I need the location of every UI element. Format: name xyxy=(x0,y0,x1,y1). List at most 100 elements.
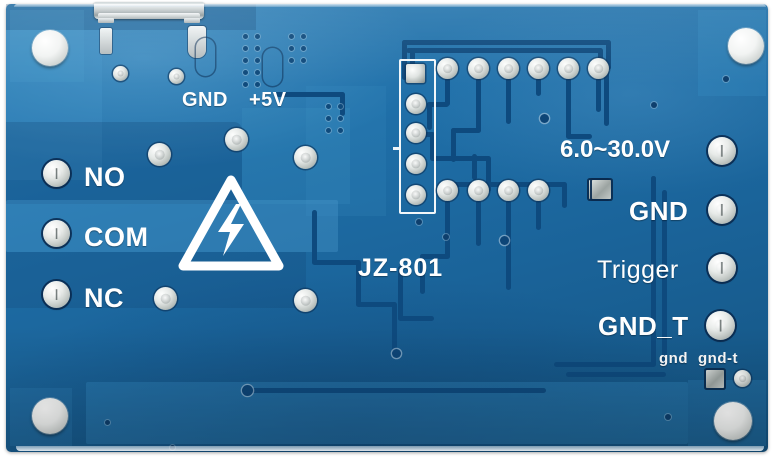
relay-pin-pad-mid-right xyxy=(294,146,317,169)
smd-via-grid-b1 xyxy=(289,34,294,39)
smd-via-grid-b4 xyxy=(301,46,306,51)
screw-terminal-gnd[interactable] xyxy=(708,196,736,224)
relay-pin-pad-gnd-small xyxy=(169,69,184,84)
smd-via-grid-a7 xyxy=(243,70,248,75)
pin-header-pad-5[interactable] xyxy=(406,185,426,205)
usb-mount-ear-right xyxy=(188,26,206,58)
trace-usb-right xyxy=(274,92,344,97)
smd-via-grid-a1 xyxy=(243,34,248,39)
silk-label-no: NO xyxy=(84,162,126,192)
mounting-hole-bottom-left xyxy=(32,398,68,434)
trace-pad2-down xyxy=(451,128,456,162)
board-edge-top xyxy=(14,4,766,7)
trace-pad2-stub xyxy=(476,66,481,132)
relay-pin-pad-top-right-small xyxy=(113,66,128,81)
trace-pad2-elbow xyxy=(451,128,481,133)
trace-rail-a-elbow xyxy=(554,362,656,367)
trace-pad4-stub xyxy=(536,66,541,96)
smd-via-grid-b6 xyxy=(301,58,306,63)
copper-pour-mid-right xyxy=(306,86,386,216)
smd-via-grid-c4 xyxy=(338,116,343,121)
trace-lp1-v2 xyxy=(420,254,425,294)
usb-solder-tab-right xyxy=(184,18,200,23)
silk-label-model: JZ-801 xyxy=(358,254,444,282)
screw-terminal-trigger[interactable] xyxy=(708,254,736,282)
via-small-bottom-left xyxy=(105,420,110,425)
screw-terminal-com[interactable] xyxy=(43,220,70,247)
pin-header-pad-4[interactable] xyxy=(406,154,426,174)
smd-via-grid-a6 xyxy=(255,58,260,63)
screw-terminal-nc[interactable] xyxy=(43,281,70,308)
trace-mid-run-h2 xyxy=(430,156,490,161)
trace-left-e-h xyxy=(398,316,434,321)
mounting-hole-top-left xyxy=(32,30,68,66)
mounting-hole-bottom-right xyxy=(714,402,752,440)
top-pad-row-6 xyxy=(588,58,609,79)
silk-label-gnd-t: GND_T xyxy=(598,311,689,341)
trace-lp2-v xyxy=(476,200,481,246)
trace-pad3-stub xyxy=(506,66,511,124)
usb-solder-tab-left xyxy=(98,18,114,23)
trace-top-bus-1 xyxy=(402,40,610,45)
top-pad-row-2 xyxy=(468,58,489,79)
smd-via-grid-a3 xyxy=(243,46,248,51)
smd-via-grid-a2 xyxy=(255,34,260,39)
trace-pad1-stub-v2 xyxy=(427,102,432,130)
pin-header-pad-2[interactable] xyxy=(406,94,426,114)
high-voltage-warning-icon xyxy=(178,174,284,272)
trace-lp1-v xyxy=(445,200,450,258)
lower-pad-row-3 xyxy=(498,180,519,201)
smd-via-grid-b3 xyxy=(289,46,294,51)
pin-header-pad-3[interactable] xyxy=(406,123,426,143)
smd-via-grid-c1 xyxy=(326,104,331,109)
trace-pad1-stub-h xyxy=(427,102,449,107)
via-left-mid xyxy=(392,349,401,358)
relay-shadow-region xyxy=(6,122,242,204)
trace-lower-bus-v xyxy=(562,182,567,208)
screw-terminal-vcc[interactable] xyxy=(708,137,736,165)
silk-label-com: COM xyxy=(84,222,149,252)
pin-header-pad-1[interactable] xyxy=(406,64,425,83)
relay-pin-pad-bottom-left xyxy=(154,287,177,310)
trace-bottom-long xyxy=(246,388,546,393)
via-center-lower xyxy=(500,236,509,245)
smd-via-grid-c3 xyxy=(326,116,331,121)
screw-terminal-gnd-t[interactable] xyxy=(706,311,735,340)
smd-via-grid-a10 xyxy=(255,82,260,87)
top-pad-row-5 xyxy=(558,58,579,79)
trace-rail-b xyxy=(662,190,667,366)
via-small-right-top xyxy=(651,102,657,108)
lower-pad-row-2 xyxy=(468,180,489,201)
smd-resistor-mid xyxy=(592,180,611,199)
smd-via-grid-a4 xyxy=(255,46,260,51)
trace-pad6-stub xyxy=(596,66,601,112)
relay-pin-pad-top-mid xyxy=(225,128,248,151)
silk-label-gnd-small: gnd xyxy=(659,350,688,367)
silk-label-5v: +5V xyxy=(249,89,287,111)
silk-label-nc: NC xyxy=(84,283,124,313)
top-pad-row-4 xyxy=(528,58,549,79)
silk-label-gnd-power: GND xyxy=(629,196,689,226)
trace-lp4-v xyxy=(536,200,541,230)
lower-pad-row-4 xyxy=(528,180,549,201)
lower-pad-row-1 xyxy=(437,180,458,201)
trace-rail-a-top xyxy=(651,176,656,182)
usb-mount-ear-left xyxy=(100,28,112,54)
trace-pad5-stub xyxy=(566,66,571,138)
silk-label-gnd-t-small: gnd-t xyxy=(698,350,738,367)
relay-pin-pad-bottom-right xyxy=(294,289,317,312)
screw-terminal-no[interactable] xyxy=(43,160,70,187)
via-small-bottom-right xyxy=(665,414,671,420)
silk-label-voltage-range: 6.0~30.0V xyxy=(560,136,671,163)
smd-via-grid-a5 xyxy=(243,58,248,63)
pin-header-silk-outline xyxy=(399,59,436,214)
smd-via-grid-c2 xyxy=(338,104,343,109)
trace-pad1-stub xyxy=(445,66,450,106)
board-edge-bottom xyxy=(16,446,764,451)
trace-left-e xyxy=(398,266,403,320)
trace-rail-b-elbow xyxy=(566,372,666,377)
trace-left-b xyxy=(356,260,361,306)
silk-label-trigger: Trigger xyxy=(597,256,679,284)
trace-pad5-elbow xyxy=(566,134,592,139)
